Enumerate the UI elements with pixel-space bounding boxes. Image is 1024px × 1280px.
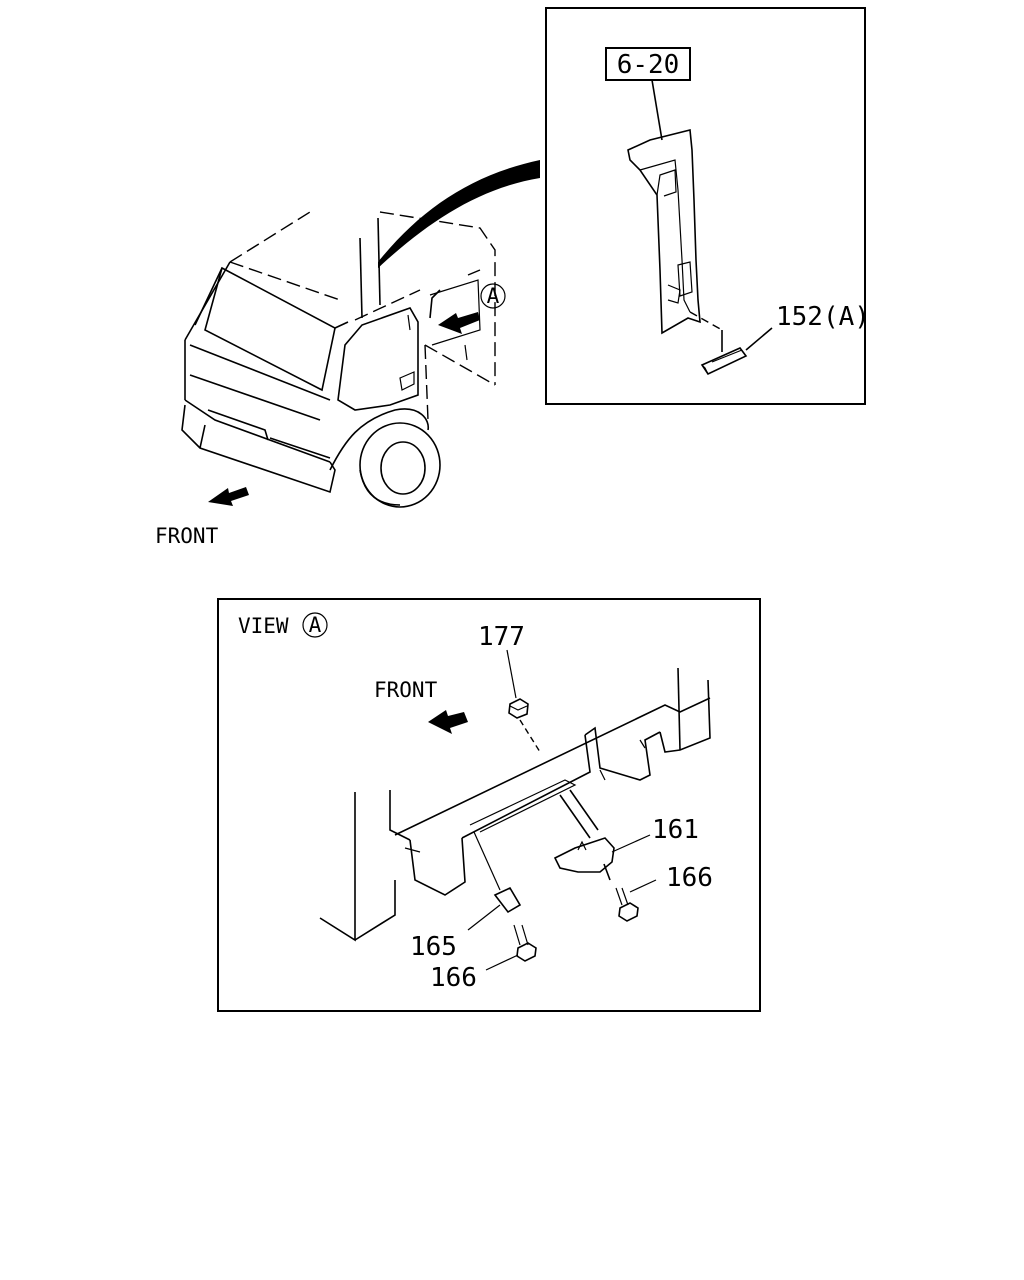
view-title: VIEW xyxy=(238,614,289,638)
part-label-166-right: 166 xyxy=(666,863,713,893)
part-177-nut xyxy=(506,649,541,753)
truck-front-label: FRONT xyxy=(155,524,219,548)
part-166-right-bolt xyxy=(615,879,657,922)
detail-frame xyxy=(545,7,866,405)
view-a-box: VIEW A FRONT 177 xyxy=(217,598,761,1012)
part-166-left-bolt xyxy=(485,924,537,971)
detail-box: 6-20 152(A) xyxy=(545,7,870,405)
view-a-circle xyxy=(480,283,506,309)
ref-tag-frame xyxy=(605,47,691,81)
view-title-marker: A xyxy=(309,613,322,637)
callout-arrow xyxy=(378,160,540,268)
frame-structure xyxy=(319,667,711,942)
view-a-marker: A xyxy=(487,284,500,308)
view-front-arrow xyxy=(428,710,468,734)
part-label-161: 161 xyxy=(652,815,699,845)
view-a-arrow xyxy=(438,312,480,334)
view-title-circle xyxy=(302,612,328,638)
pillar-trim-part xyxy=(627,128,701,335)
part-label-165: 165 xyxy=(410,932,457,962)
part-165-clip xyxy=(467,831,522,931)
ref-leader xyxy=(651,79,663,141)
part-label-152a: 152(A) xyxy=(776,302,870,332)
view-a-frame xyxy=(217,598,761,1012)
part-label-177: 177 xyxy=(478,622,525,652)
ref-tag-label: 6-20 xyxy=(617,50,680,80)
view-front-label: FRONT xyxy=(374,678,438,702)
part-label-166-left: 166 xyxy=(430,963,477,993)
truck-front-arrow xyxy=(208,487,249,506)
truck-illustration: A xyxy=(181,211,506,508)
part-161-bracket xyxy=(553,789,651,881)
clip-part xyxy=(689,311,773,376)
